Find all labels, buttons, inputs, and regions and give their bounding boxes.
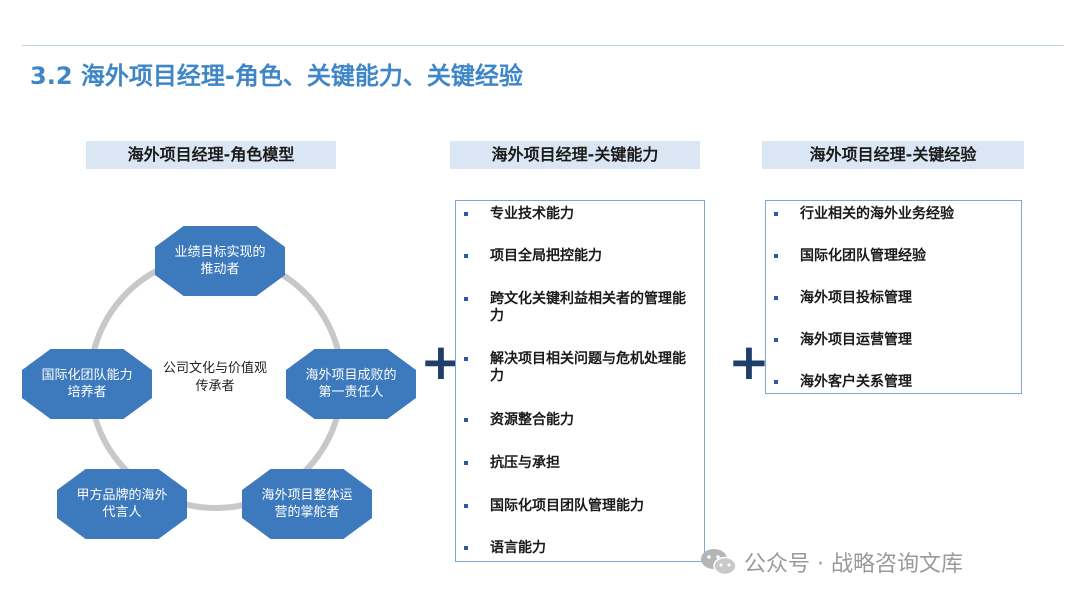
bullet-icon (464, 254, 468, 258)
bullet-icon (464, 357, 468, 361)
top-divider (22, 45, 1064, 46)
bullet-icon (464, 504, 468, 508)
role-center-label: 公司文化与价值观传承者 (162, 361, 267, 394)
bullet-icon (774, 296, 778, 300)
watermark: 公众号 · 战略咨询文库 (700, 546, 963, 578)
plus-icon: + (420, 333, 462, 391)
bullet-icon (464, 546, 468, 550)
role-node-responsible: 海外项目成败的第一责任人 (286, 349, 416, 419)
bullet-icon (464, 461, 468, 465)
role-node-brand: 甲方品牌的海外代言人 (57, 469, 187, 539)
bullet-icon (464, 418, 468, 422)
role-node-performance: 业绩目标实现的推动者 (155, 226, 285, 296)
experience-header: 海外项目经理-关键经验 (762, 141, 1024, 169)
bullet-icon (774, 380, 778, 384)
bullet-icon (464, 297, 468, 301)
experience-list: 行业相关的海外业务经验 国际化团队管理经验 海外项目投标管理 海外项目运营管理 … (765, 200, 1022, 394)
role-model-header: 海外项目经理-角色模型 (86, 141, 336, 169)
abilities-list: 专业技术能力 项目全局把控能力 跨文化关键利益相关者的管理能力 解决项目相关问题… (455, 200, 705, 562)
role-node-operations: 海外项目整体运营的掌舵者 (242, 469, 372, 539)
watermark-text: 公众号 · 战略咨询文库 (744, 552, 963, 577)
abilities-header: 海外项目经理-关键能力 (450, 141, 700, 169)
bullet-icon (774, 254, 778, 258)
plus-icon: + (728, 333, 770, 391)
bullet-icon (774, 212, 778, 216)
wechat-icon (701, 549, 737, 576)
bullet-icon (774, 338, 778, 342)
slide-title: 3.2 海外项目经理-角色、关键能力、关键经验 (30, 62, 523, 90)
role-node-team: 国际化团队能力培养者 (22, 349, 152, 419)
bullet-icon (464, 212, 468, 216)
